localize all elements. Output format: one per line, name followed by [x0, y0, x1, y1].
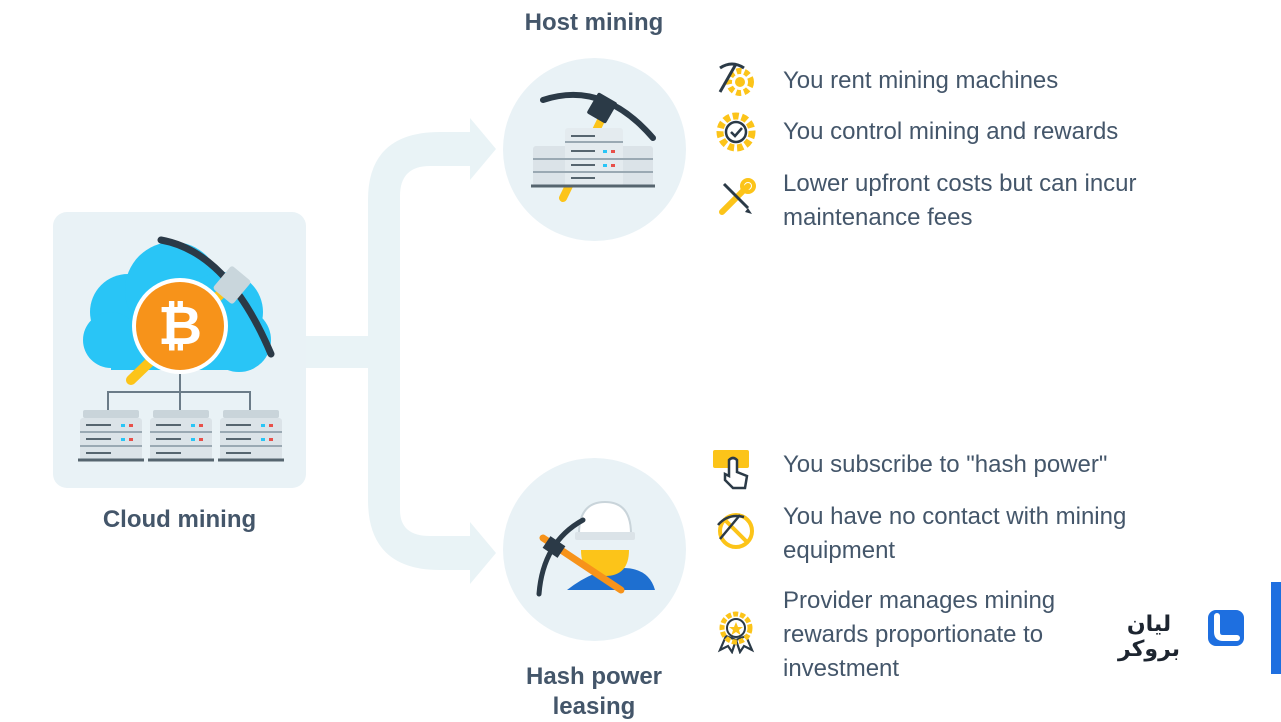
- host-item-3-line-1: Lower upfront costs but can incur: [783, 170, 1137, 197]
- host-mining-illustration: [531, 91, 656, 202]
- hash-item-3-text: Provider manages mining rewards proporti…: [783, 584, 1055, 686]
- arrow-head-top: [470, 118, 496, 180]
- server-left-icon: [78, 410, 144, 462]
- hash-item-1-line-1: You subscribe to "hash power": [783, 451, 1108, 478]
- host-item-1-line-1: You rent mining machines: [783, 67, 1059, 94]
- hash-item-3-line-2: rewards proportionate to: [783, 621, 1044, 648]
- network-lines: [107, 374, 251, 412]
- bitcoin-symbol-text: ₿: [158, 294, 202, 357]
- watermark-edge-bar: [1271, 582, 1281, 674]
- hash-power-label-line-2: leasing: [552, 693, 636, 720]
- connector-trunk: [368, 132, 472, 570]
- hash-item-2-line-2: equipment: [783, 537, 896, 564]
- arrow-head-bottom: [470, 522, 496, 584]
- host-item-2-text: You control mining and rewards: [783, 115, 1118, 149]
- host-servers-icon: [531, 128, 655, 188]
- miner-icon: [567, 500, 655, 590]
- brand-logo-icon: [1208, 610, 1244, 646]
- watermark-badge: [1076, 590, 1281, 670]
- award-badge-icon: [717, 611, 755, 654]
- server-middle-icon: [148, 410, 214, 462]
- miner-pickaxe-icon: [536, 517, 625, 597]
- hash-item-3-line-3: investment: [783, 655, 900, 682]
- host-item-2-line-1: You control mining and rewards: [783, 118, 1119, 145]
- hand-click-icon: [713, 450, 749, 490]
- hash-item-3-line-1: Provider manages mining: [783, 587, 1056, 614]
- pickaxe-gear-icon: [718, 62, 754, 96]
- cloud-mining-illustration: ₿: [78, 236, 284, 462]
- hash-power-label: Hash power leasing: [494, 662, 694, 722]
- hash-power-illustration: [536, 500, 655, 597]
- no-pickaxe-icon: [717, 513, 754, 549]
- cloud-mining-label: Cloud mining: [102, 506, 257, 533]
- hash-power-circle: [503, 458, 686, 641]
- host-item-3-text: Lower upfront costs but can incur mainte…: [783, 167, 1137, 235]
- server-right-icon: [218, 410, 284, 462]
- gear-check-icon: [716, 112, 756, 152]
- hash-power-label-line-1: Hash power: [525, 663, 663, 690]
- hash-item-2-text: You have no contact with mining equipmen…: [783, 500, 1126, 568]
- wrench-pencil-icon: [719, 178, 756, 215]
- host-mining-label: Host mining: [524, 9, 664, 36]
- watermark-text: لیان بروکر: [1117, 612, 1181, 662]
- hash-item-1-text: You subscribe to "hash power": [783, 448, 1107, 482]
- host-item-1-text: You rent mining machines: [783, 64, 1058, 98]
- connector-stem: [300, 336, 380, 368]
- hash-item-2-line-1: You have no contact with mining: [783, 503, 1127, 530]
- host-item-3-line-2: maintenance fees: [783, 204, 973, 231]
